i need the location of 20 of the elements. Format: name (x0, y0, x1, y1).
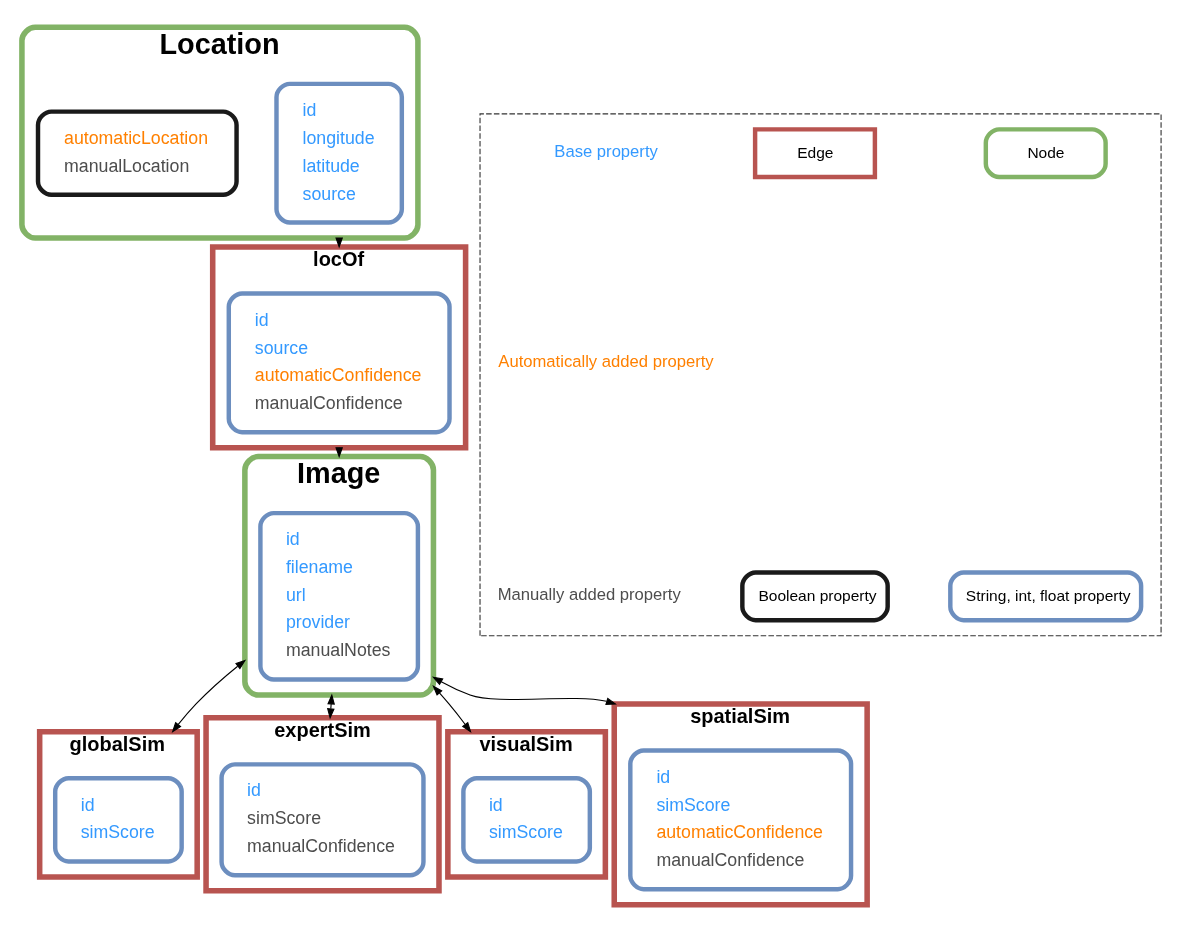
legend-label: Edge (797, 143, 834, 161)
node-box: id filename url provider manualNotes (258, 510, 421, 682)
legend-label: Base property (554, 141, 658, 161)
arrow (432, 675, 617, 705)
node-box: id longitude latitude source (274, 81, 405, 225)
node-box: id simScore (53, 775, 184, 864)
legend-label: Node (1027, 143, 1065, 161)
arrow (326, 692, 335, 719)
node-box: id simScore manualConfidence (219, 761, 426, 877)
legend-label: Automatically added property (498, 351, 714, 371)
legend-label: Boolean property (758, 586, 877, 604)
node-box (479, 112, 1162, 636)
node-box: automaticLocation manualLocation (35, 108, 239, 197)
node-box: id simScore automaticConfidence manualConfidence (628, 747, 854, 891)
node-box: id simScore (461, 775, 593, 864)
legend-label: String, int, float property (965, 586, 1131, 604)
arrow (432, 684, 472, 733)
legend-label: Manually added property (497, 584, 681, 604)
arrow (171, 658, 247, 733)
node-box: id source automaticConfidence manualConfidence (226, 290, 452, 434)
